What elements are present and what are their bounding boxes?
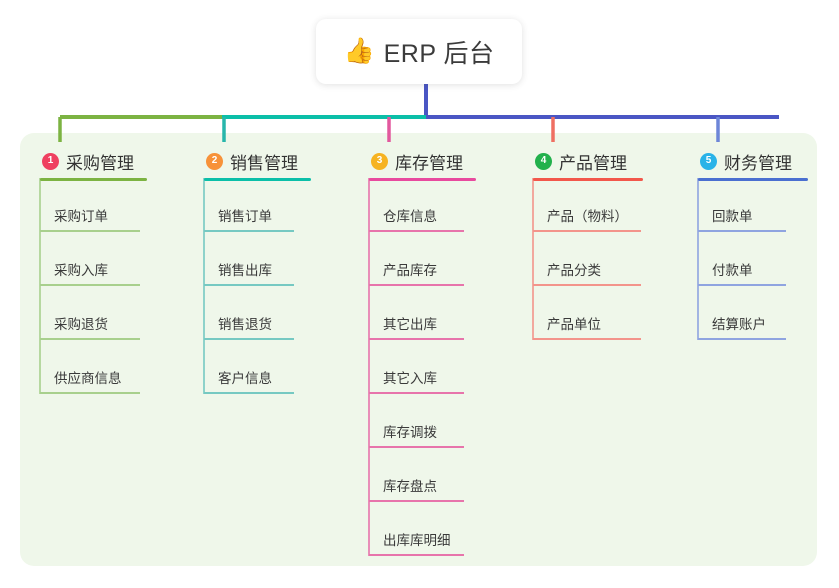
- column-title-1: 采购管理: [66, 153, 134, 173]
- column-header-2[interactable]: 2 销售管理: [204, 148, 298, 174]
- column-header-1[interactable]: 1 采购管理: [40, 148, 134, 174]
- list-item-rule: [369, 284, 464, 286]
- list-item-label: 产品库存: [383, 263, 437, 278]
- list-item-rule: [369, 446, 464, 448]
- list-item[interactable]: 库存盘点: [369, 466, 478, 502]
- list-item-rule: [533, 230, 641, 232]
- list-item[interactable]: 回款单: [698, 196, 800, 232]
- list-item-rule: [369, 338, 464, 340]
- list-item-rule: [369, 392, 464, 394]
- list-item-label: 销售退货: [218, 317, 272, 332]
- list-item-label: 库存调拨: [383, 425, 437, 440]
- list-item-label: 结算账户: [712, 317, 766, 332]
- list-item-label: 客户信息: [218, 371, 272, 386]
- list-item-rule: [204, 392, 294, 394]
- list-item[interactable]: 仓库信息: [369, 196, 478, 232]
- list-item[interactable]: 采购订单: [40, 196, 154, 232]
- list-item-rule: [698, 338, 786, 340]
- list-item-label: 其它出库: [383, 317, 437, 332]
- list-item[interactable]: 销售出库: [204, 250, 308, 286]
- list-item-label: 出库库明细: [383, 533, 451, 548]
- column-2: 2 销售管理销售订单销售出库销售退货客户信息: [204, 148, 311, 394]
- column-badge-1: 1: [42, 152, 59, 170]
- list-item[interactable]: 产品单位: [533, 304, 655, 340]
- list-item-label: 产品（物料）: [547, 209, 628, 224]
- list-item-rule: [204, 230, 294, 232]
- list-item-rule: [698, 284, 786, 286]
- root-node-content: 👍 ERP 后台: [343, 34, 494, 70]
- list-item-rule: [40, 392, 140, 394]
- column-4: 4 产品管理产品（物料） 产品分类产品单位: [533, 148, 643, 340]
- list-item-label: 其它入库: [383, 371, 437, 386]
- column-badge-4: 4: [535, 152, 552, 170]
- list-item-rule: [40, 230, 140, 232]
- column-header-rule-1: [40, 178, 147, 181]
- list-item[interactable]: 客户信息: [204, 358, 308, 394]
- list-item[interactable]: 销售退货: [204, 304, 308, 340]
- list-item[interactable]: 付款单: [698, 250, 800, 286]
- list-item[interactable]: 采购退货: [40, 304, 154, 340]
- list-item-label: 销售订单: [218, 209, 272, 224]
- list-item-rule: [204, 338, 294, 340]
- list-item[interactable]: 产品分类: [533, 250, 655, 286]
- list-item-rule: [369, 500, 464, 502]
- list-item[interactable]: 产品（物料）: [533, 196, 655, 232]
- list-item-rule: [40, 338, 140, 340]
- list-item-rule: [204, 284, 294, 286]
- list-item[interactable]: 其它出库: [369, 304, 478, 340]
- column-title-5: 财务管理: [724, 153, 792, 173]
- column-3: 3 库存管理仓库信息产品库存其它出库其它入库库存调拨库存盘点出库库明细: [369, 148, 476, 556]
- column-header-rule-2: [204, 178, 311, 181]
- column-title-2: 销售管理: [230, 153, 298, 173]
- column-1: 1 采购管理采购订单采购入库采购退货供应商信息: [40, 148, 147, 394]
- list-item-label: 产品单位: [547, 317, 601, 332]
- thumbs-up-icon: 👍: [343, 37, 375, 65]
- list-item[interactable]: 产品库存: [369, 250, 478, 286]
- list-item-rule: [533, 284, 641, 286]
- list-item-label: 销售出库: [218, 263, 272, 278]
- list-item-label: 付款单: [712, 263, 753, 278]
- list-item[interactable]: 其它入库: [369, 358, 478, 394]
- list-item-label: 产品分类: [547, 263, 601, 278]
- list-item-rule: [369, 230, 464, 232]
- column-header-4[interactable]: 4 产品管理: [533, 148, 627, 174]
- root-node-erp-backend[interactable]: 👍 ERP 后台: [316, 19, 522, 84]
- list-item-label: 采购入库: [54, 263, 108, 278]
- column-title-4: 产品管理: [559, 153, 627, 173]
- list-item-label: 采购退货: [54, 317, 108, 332]
- list-item-rule: [369, 554, 464, 556]
- list-item-label: 采购订单: [54, 209, 108, 224]
- root-node-label: ERP 后台: [383, 39, 495, 68]
- column-badge-3: 3: [371, 152, 388, 170]
- list-item[interactable]: 结算账户: [698, 304, 800, 340]
- list-item[interactable]: 供应商信息: [40, 358, 154, 394]
- column-header-5[interactable]: 5 财务管理: [698, 148, 792, 174]
- list-item-label: 供应商信息: [54, 371, 122, 386]
- column-header-rule-4: [533, 178, 643, 181]
- list-item-rule: [533, 338, 641, 340]
- list-item[interactable]: 采购入库: [40, 250, 154, 286]
- list-item-label: 回款单: [712, 209, 753, 224]
- list-item[interactable]: 销售订单: [204, 196, 308, 232]
- column-badge-5: 5: [700, 152, 717, 170]
- column-title-3: 库存管理: [395, 153, 463, 173]
- column-header-rule-3: [369, 178, 476, 181]
- column-header-rule-5: [698, 178, 808, 181]
- list-item[interactable]: 出库库明细: [369, 520, 478, 556]
- list-item-rule: [40, 284, 140, 286]
- list-item-label: 库存盘点: [383, 479, 437, 494]
- column-5: 5 财务管理回款单付款单结算账户: [698, 148, 808, 340]
- column-header-3[interactable]: 3 库存管理: [369, 148, 463, 174]
- list-item[interactable]: 库存调拨: [369, 412, 478, 448]
- column-badge-2: 2: [206, 152, 223, 170]
- diagram-background-panel: [20, 133, 817, 566]
- list-item-label: 仓库信息: [383, 209, 437, 224]
- list-item-rule: [698, 230, 786, 232]
